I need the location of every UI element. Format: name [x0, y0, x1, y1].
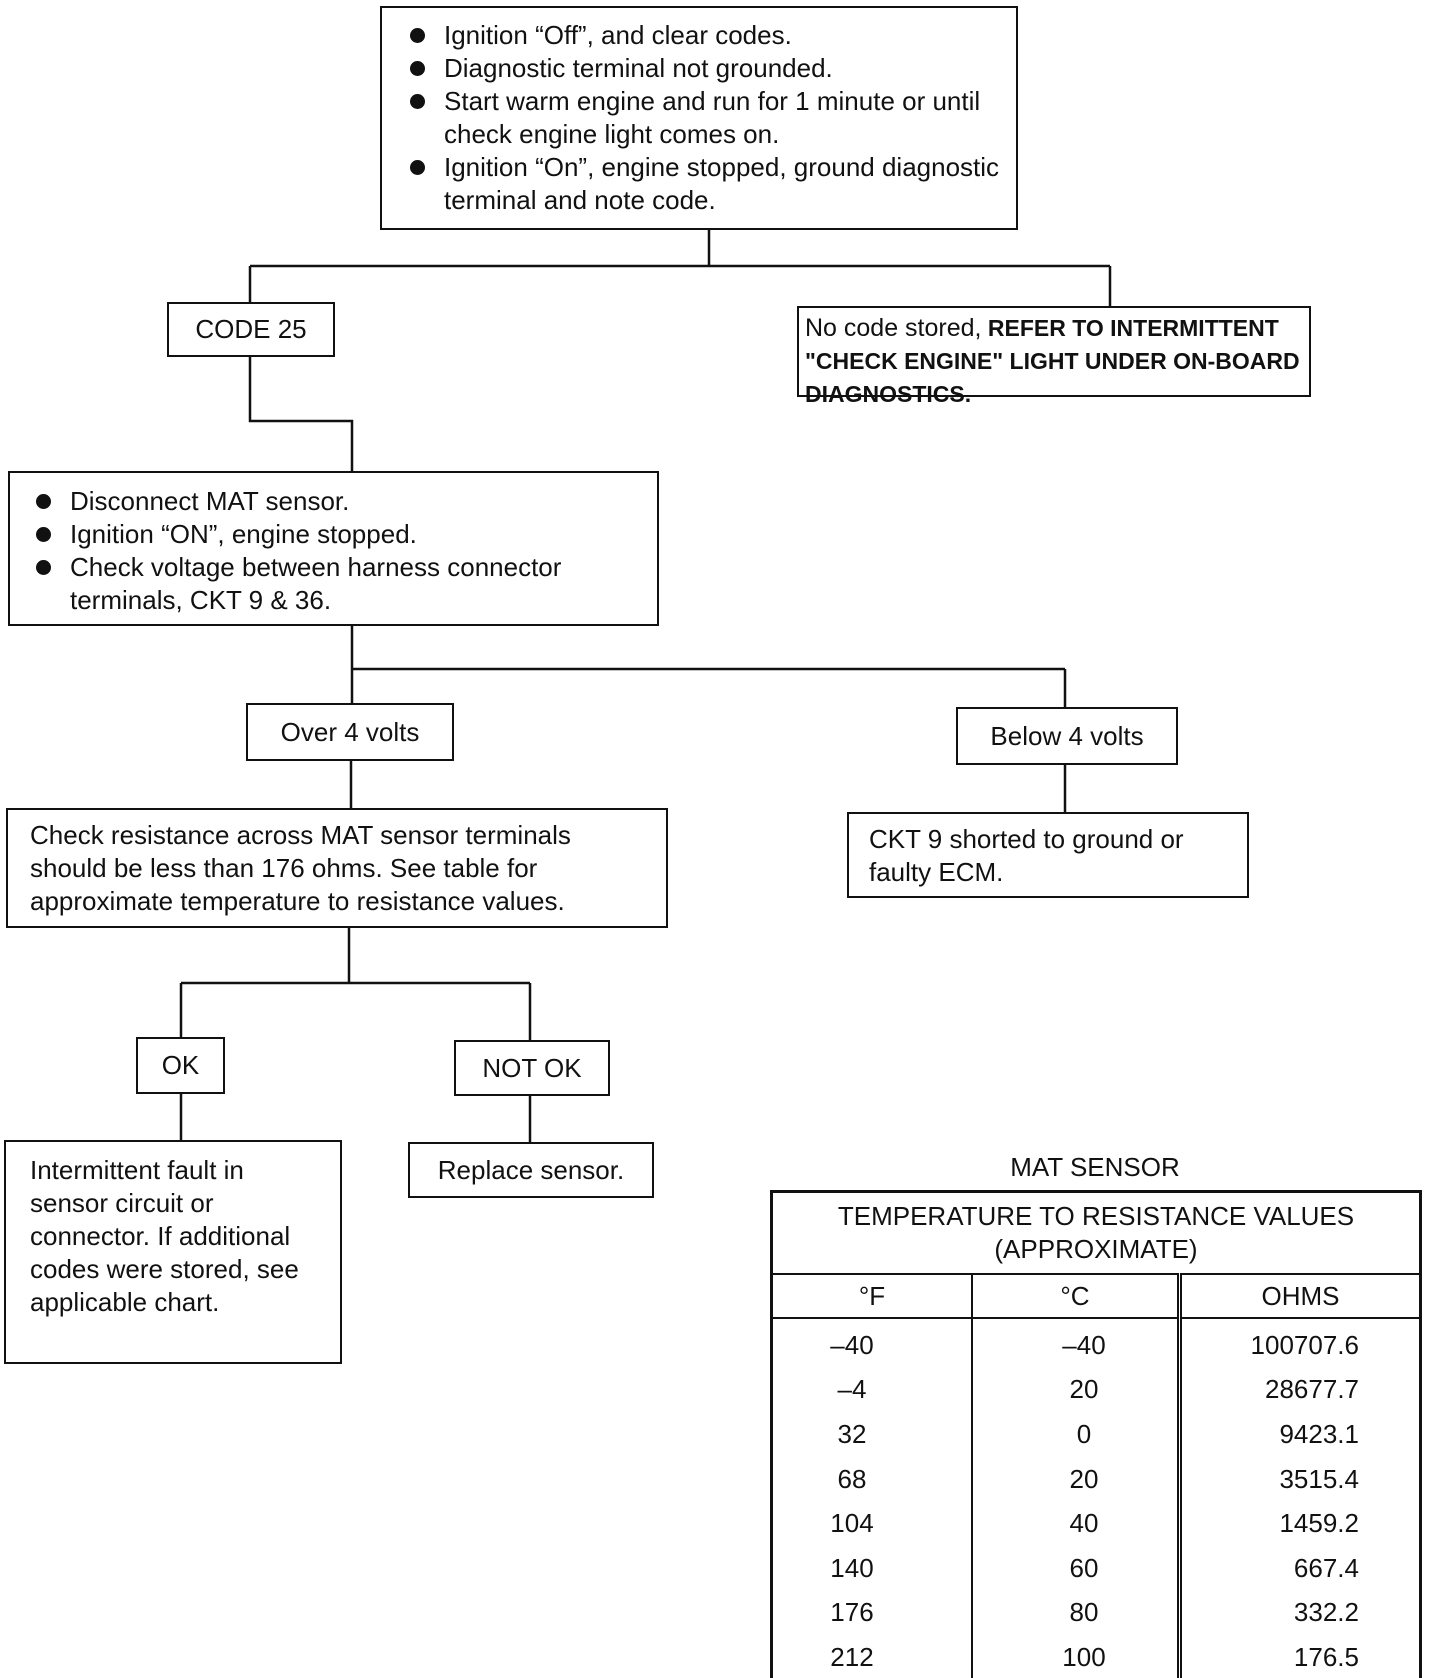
- table-row: –4 20 28677.7: [770, 1367, 1422, 1413]
- code-25-box: CODE 25: [167, 302, 335, 357]
- disconnect-mat-box: Disconnect MAT sensor. Ignition “ON”, en…: [8, 471, 659, 626]
- replace-sensor-box: Replace sensor.: [408, 1142, 654, 1198]
- bullet-icon: [36, 527, 51, 542]
- replace-sensor-text: Replace sensor.: [437, 1154, 625, 1185]
- over-4-volts-box: Over 4 volts: [246, 703, 454, 761]
- over-4-volts-label: Over 4 volts: [280, 716, 420, 747]
- disconnect-steps-list: Disconnect MAT sensor. Ignition “ON”, en…: [32, 485, 645, 617]
- table-row: 104 40 1459.2: [770, 1501, 1422, 1546]
- no-code-lead: No code stored,: [805, 314, 982, 342]
- intermittent-fault-box: Intermittent fault in sensor circuit or …: [4, 1140, 342, 1364]
- no-code-text: REFER TO INTERMITTENT "CHECK ENGINE" LIG…: [805, 315, 1300, 407]
- column-header-fahrenheit: °F: [770, 1274, 973, 1319]
- not-ok-box: NOT OK: [454, 1040, 610, 1096]
- below-4-volts-label: Below 4 volts: [990, 720, 1144, 751]
- check-resistance-box: Check resistance across MAT sensor termi…: [6, 808, 668, 928]
- disconnect-step-3: Check voltage between harness connector …: [32, 551, 645, 617]
- disconnect-step-1: Disconnect MAT sensor.: [32, 485, 645, 518]
- table-row: 140 60 667.4: [770, 1545, 1422, 1591]
- start-instructions-list: Ignition “Off”, and clear codes. Diagnos…: [406, 19, 1006, 217]
- intermittent-fault-text: Intermittent fault in sensor circuit or …: [30, 1155, 299, 1317]
- column-header-ohms: OHMS: [1178, 1274, 1422, 1319]
- table-row: 68 20 3515.4: [770, 1456, 1422, 1502]
- check-resistance-text: Check resistance across MAT sensor termi…: [30, 820, 571, 916]
- ok-label: OK: [161, 1050, 200, 1080]
- table-row: 32 0 9423.1: [770, 1412, 1422, 1457]
- bullet-icon: [36, 560, 51, 575]
- start-step-3: Start warm engine and run for 1 minute o…: [406, 85, 1006, 151]
- ckt9-shorted-text: CKT 9 shorted to ground or faulty ECM.: [869, 824, 1184, 887]
- bullet-icon: [410, 160, 425, 175]
- table-row: 176 80 332.2: [770, 1590, 1422, 1636]
- below-4-volts-box: Below 4 volts: [956, 707, 1178, 765]
- connector-start-split: [248, 230, 1112, 306]
- bullet-icon: [410, 28, 425, 43]
- start-step-1: Ignition “Off”, and clear codes.: [406, 19, 1006, 52]
- table-row: 212 100 176.5: [770, 1635, 1422, 1678]
- connector-disconnect-split: [350, 626, 1067, 707]
- connector-code25-disconnect: [248, 357, 354, 471]
- ok-box: OK: [136, 1037, 225, 1094]
- bullet-icon: [36, 494, 51, 509]
- mat-sensor-table: TEMPERATURE TO RESISTANCE VALUES (APPROX…: [770, 1190, 1422, 1678]
- start-instructions-box: Ignition “Off”, and clear codes. Diagnos…: [380, 6, 1018, 230]
- column-header-celsius: °C: [971, 1274, 1182, 1319]
- no-code-box: No code stored, REFER TO INTERMITTENT "C…: [797, 306, 1311, 407]
- table-caption-line-2: (APPROXIMATE): [994, 1234, 1198, 1264]
- table-caption: TEMPERATURE TO RESISTANCE VALUES (APPROX…: [770, 1191, 1422, 1275]
- ckt9-shorted-box: CKT 9 shorted to ground or faulty ECM.: [847, 812, 1249, 898]
- table-title: MAT SENSOR: [1010, 1152, 1180, 1182]
- code-25-label: CODE 25: [195, 314, 307, 344]
- bullet-icon: [410, 61, 425, 76]
- connector-check-split: [179, 928, 532, 1040]
- bullet-icon: [410, 94, 425, 109]
- table-caption-line-1: TEMPERATURE TO RESISTANCE VALUES: [837, 1201, 1355, 1231]
- start-step-2: Diagnostic terminal not grounded.: [406, 52, 1006, 85]
- not-ok-label: NOT OK: [482, 1052, 582, 1083]
- table-row: –40 –40 100707.6: [770, 1318, 1422, 1368]
- disconnect-step-2: Ignition “ON”, engine stopped.: [32, 518, 645, 551]
- start-step-4: Ignition “On”, engine stopped, ground di…: [406, 151, 1006, 217]
